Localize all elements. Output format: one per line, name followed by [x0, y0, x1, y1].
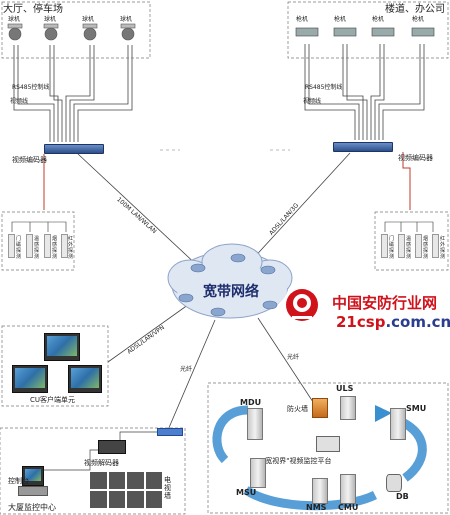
- sensor-label: 温感探测: [34, 236, 40, 260]
- encoder-label: 视频编码器: [398, 154, 433, 162]
- logo-title: 中国安防行业网: [332, 294, 438, 312]
- decoder-label: 视频解码器: [84, 459, 119, 467]
- sensor-label: 烟感探测: [423, 236, 429, 260]
- msu-label: MSU: [236, 488, 257, 497]
- camera-label: 球机: [82, 16, 95, 23]
- switch-hub-icon: [316, 436, 340, 452]
- tv-wall-label: 电视墙: [164, 476, 171, 500]
- logo-url-a: 21csp: [336, 313, 386, 331]
- decoder-device-icon: [98, 440, 126, 454]
- platform-label: "宽视界"视频监控平台: [262, 457, 332, 465]
- mdu-server-icon: [247, 408, 263, 440]
- camera-label: 球机: [44, 16, 57, 23]
- client-label: CU客户端单元: [30, 396, 76, 404]
- sensor-label: 红外探测: [440, 236, 446, 260]
- uls-server-icon: [340, 396, 356, 420]
- uls-label: ULS: [336, 384, 354, 393]
- gun-camera-label: 枪机: [334, 16, 347, 23]
- rs485-label: RS485控制线: [305, 84, 343, 91]
- db-icon: [386, 474, 402, 492]
- door-sensor-icon: [8, 234, 15, 258]
- temperature-sensor-icon: [398, 234, 405, 258]
- logo-url-b: .com.cn: [385, 313, 450, 331]
- infrared-sensor-icon: [61, 234, 68, 258]
- tv-wall: [90, 472, 162, 508]
- client-monitor: [68, 365, 102, 393]
- rs485-label: RS485控制线: [12, 84, 50, 91]
- client-monitor: [44, 333, 80, 361]
- console-desk-icon: [18, 486, 48, 496]
- door-sensor-icon: [381, 234, 388, 258]
- region-title-building: 楼道、办公司: [385, 4, 445, 15]
- sensor-label: 门磁探测: [389, 236, 395, 260]
- nms-server-icon: [312, 478, 328, 504]
- video-encoder-left: [44, 144, 104, 154]
- nms-label: NMS: [306, 503, 327, 512]
- monitor-center-label: 大厦监控中心: [8, 503, 56, 512]
- switch-icon: [157, 428, 183, 436]
- console-monitor: [22, 466, 44, 486]
- mdu-label: MDU: [240, 398, 262, 407]
- logo-url: 21csp.com.cn: [336, 313, 450, 331]
- infrared-sensor-icon: [432, 234, 439, 258]
- temperature-sensor-icon: [26, 234, 33, 258]
- camera-label: 球机: [8, 16, 21, 23]
- cmu-server-icon: [340, 474, 356, 504]
- smoke-sensor-icon: [415, 234, 422, 258]
- gun-camera-label: 枪机: [372, 16, 385, 23]
- sensor-label: 红外探测: [68, 236, 74, 260]
- firewall-label: 防火墙: [287, 405, 308, 413]
- msu-server-icon: [250, 458, 266, 488]
- smu-server-icon: [390, 408, 406, 440]
- gun-camera-label: 枪机: [412, 16, 425, 23]
- video-line-label: 视频线: [10, 98, 29, 105]
- cloud-label: 宽带网络: [203, 284, 259, 300]
- video-encoder-right: [333, 142, 393, 152]
- sensor-label: 门磁探测: [16, 236, 22, 260]
- sensor-label: 烟感探测: [52, 236, 58, 260]
- client-monitor: [12, 365, 48, 393]
- fiber-label: 光纤: [287, 354, 300, 361]
- cloud-shape: [167, 243, 293, 319]
- cmu-label: CMU: [338, 503, 359, 512]
- console-label: 控制台: [8, 477, 29, 485]
- smoke-sensor-icon: [44, 234, 51, 258]
- gun-camera-label: 枪机: [296, 16, 309, 23]
- region-title-hall: 大厅、停车场: [3, 4, 63, 15]
- sensor-label: 温感探测: [406, 236, 412, 260]
- camera-label: 球机: [120, 16, 133, 23]
- db-label: DB: [396, 492, 409, 501]
- video-line-label: 视频线: [303, 98, 322, 105]
- firewall-icon: [312, 398, 328, 418]
- fiber-label: 光纤: [180, 366, 193, 373]
- encoder-label: 视频编码器: [12, 156, 47, 164]
- smu-label: SMU: [406, 404, 427, 413]
